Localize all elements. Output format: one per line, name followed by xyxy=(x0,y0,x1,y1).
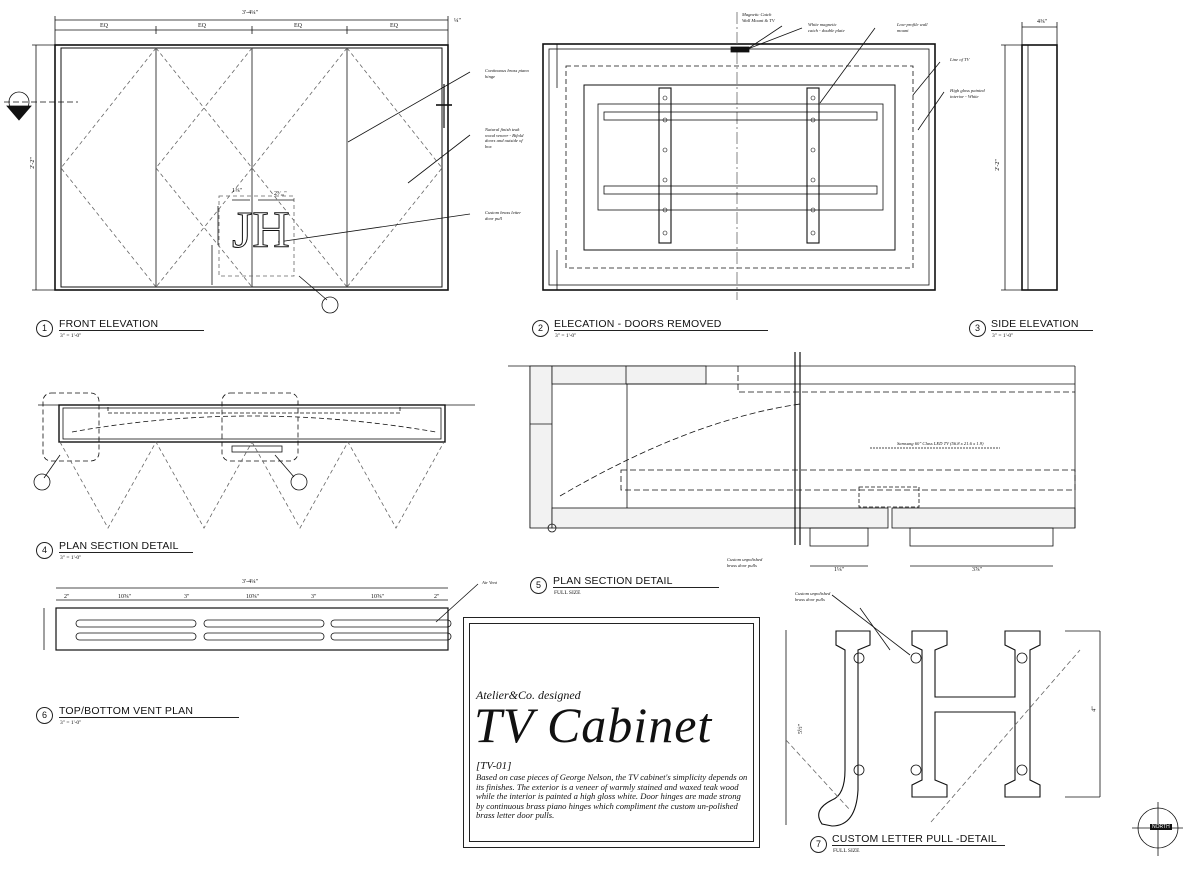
brand-text: Atelier&Co. designed xyxy=(476,688,581,702)
note-white-catch: White magnetic catch - double plate xyxy=(808,22,845,33)
dim-eq-3: EQ xyxy=(294,23,302,29)
dim-vent-b1: 3" xyxy=(184,594,190,600)
view-title-2: ELECATION - DOORS REMOVED xyxy=(554,318,768,331)
elevation-doors-removed-drawing xyxy=(542,12,945,300)
dim-vent-b2: 3" xyxy=(311,594,317,600)
title-block-frame xyxy=(469,623,754,842)
note-pull-7: Custom unpolished brass door pulls xyxy=(795,591,831,602)
note-hinge: Continuous brass piano hinge xyxy=(485,68,529,79)
dim-pull-7b: 4" xyxy=(1091,706,1098,712)
dim-eq-2: EQ xyxy=(198,23,206,29)
dim-pull-5a: 1⅛" xyxy=(834,567,844,573)
dim-vent-c2: 2" xyxy=(434,594,440,600)
note-wall-mount: Low-profile wall mount xyxy=(897,22,928,33)
north-label: NORTH xyxy=(1150,824,1172,830)
title-block: Atelier&Co. designed TV Cabinet [TV-01] … xyxy=(463,617,760,848)
dim-vent-overall: 3'-4¼" xyxy=(242,579,259,585)
note-interior: High gloss painted interior - White xyxy=(950,88,985,99)
dim-vent-a1: 10⅝" xyxy=(118,594,131,600)
view-title-7: CUSTOM LETTER PULL -DETAIL xyxy=(832,833,1005,846)
view-title-3: SIDE ELEVATION xyxy=(991,318,1093,331)
view-scale-6: 3" = 1'-0" xyxy=(60,720,82,726)
view-title-5: PLAN SECTION DETAIL xyxy=(553,575,719,588)
letter-pull-drawing xyxy=(785,594,1101,827)
dim-vent-a3: 10⅝" xyxy=(371,594,384,600)
view-scale-4: 3" = 1'-0" xyxy=(60,555,82,561)
dim-vent-a2: 10⅝" xyxy=(246,594,259,600)
view-title-6: TOP/BOTTOM VENT PLAN xyxy=(59,705,240,718)
side-elevation-drawing xyxy=(1001,22,1058,291)
dim-pull-5b: 3⅞" xyxy=(972,567,982,573)
sheet-title: TV Cabinet xyxy=(474,697,713,753)
sheet-description: Based on case pieces of George Nelson, t… xyxy=(476,772,748,821)
view-number-2: 2 xyxy=(532,320,549,337)
note-finish: Natural finish teak wood veneer - Bifold… xyxy=(485,127,524,149)
view-number-4: 4 xyxy=(36,542,53,559)
dim-side-width: 4⅜" xyxy=(1037,19,1047,25)
vent-plan-drawing xyxy=(43,583,479,651)
dim-edge: ¼" xyxy=(454,18,461,24)
view-title-1: FRONT ELEVATION xyxy=(59,318,205,331)
note-vent: Air Vent xyxy=(482,580,497,585)
view-scale-2: 3" = 1'-0" xyxy=(555,333,577,339)
dim-side-height: 2'-2" xyxy=(994,159,1001,171)
dim-overall-width: 3'-4¼" xyxy=(242,10,259,16)
plan-section-drawing-4 xyxy=(33,392,475,529)
view-title-4: PLAN SECTION DETAIL xyxy=(59,540,193,553)
view-scale-1: 3" = 1'-0" xyxy=(60,333,82,339)
view-scale-5: FULL SIZE xyxy=(554,590,581,596)
note-line-tv: Line of TV xyxy=(950,57,970,62)
view-number-5: 5 xyxy=(530,577,547,594)
dim-vent-c1: 2" xyxy=(64,594,70,600)
dim-letter-gap: 1⅜" xyxy=(232,188,242,194)
dim-pull-7a: 5½" xyxy=(797,724,804,734)
note-pull-5: Custom unpolished brass door pulls xyxy=(727,557,763,568)
note-pull: Custom brass letter door pull xyxy=(485,210,521,221)
letter-pull-jh: JH xyxy=(232,202,291,259)
view-number-3: 3 xyxy=(969,320,986,337)
dim-eq-4: EQ xyxy=(390,23,398,29)
dim-letter-w: 2⁹⁄₁₆" xyxy=(274,191,287,197)
view-scale-3: 3" = 1'-0" xyxy=(992,333,1014,339)
plan-section-drawing-5 xyxy=(508,352,1076,567)
dim-height: 2'-2" xyxy=(29,157,36,169)
note-samsung: Samsung 60" Class LED TV (56.8 x 21.6 x … xyxy=(897,441,984,446)
view-number-7: 7 xyxy=(810,836,827,853)
front-elevation-drawing xyxy=(4,16,471,314)
dim-eq-1: EQ xyxy=(100,23,108,29)
note-magnetic: Magnetic Catch Wall Mount & TV xyxy=(742,12,775,23)
sheet-code: [TV-01] xyxy=(476,760,512,772)
view-scale-7: FULL SIZE xyxy=(833,848,860,854)
view-number-6: 6 xyxy=(36,707,53,724)
view-number-1: 1 xyxy=(36,320,53,337)
